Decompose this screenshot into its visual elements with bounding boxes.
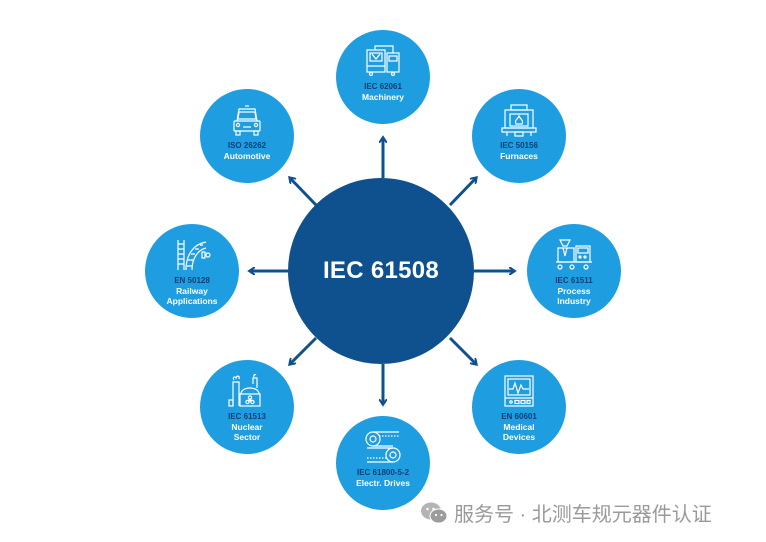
- node-railway-applications: EN 50128 Railway Applications: [145, 224, 239, 318]
- conveyor-drive-icon: [365, 431, 401, 463]
- wechat-icon: [421, 502, 448, 523]
- node-label: Automotive: [223, 151, 271, 161]
- node-code: ISO 26262: [227, 141, 267, 150]
- arrow-up-right: [448, 178, 476, 207]
- node-code: IEC 61511: [555, 276, 593, 285]
- car-icon: [233, 105, 261, 136]
- node-label-line2: Applications: [166, 296, 218, 306]
- node-code: EN 50128: [174, 276, 210, 285]
- node-medical-devices: EN 60601 Medical Devices: [472, 360, 566, 454]
- node-code: EN 60601: [501, 412, 537, 421]
- node-code: IEC 61800-5-2: [356, 468, 410, 477]
- watermark: 服务号 · 北测车规元器件认证: [420, 498, 712, 527]
- node-nuclear-sector: IEC 61513 Nuclear Sector: [200, 360, 294, 454]
- medical-monitor-icon: [504, 375, 534, 407]
- nuclear-plant-icon: [228, 374, 261, 407]
- hub-iec-61508: IEC 61508: [288, 178, 474, 364]
- node-label-line2: Industry: [557, 296, 591, 306]
- hub-label: IEC 61508: [322, 257, 440, 284]
- node-code: IEC 62061: [364, 82, 402, 91]
- node-automotive: ISO 26262 Automotive: [200, 89, 294, 183]
- node-label: Process: [557, 286, 591, 296]
- node-electr-drives: IEC 61800-5-2 Electr. Drives: [336, 416, 430, 510]
- arrow-up-left: [290, 178, 318, 207]
- arrow-down-left: [290, 336, 318, 364]
- node-machinery: IEC 62061 Machinery: [336, 30, 430, 124]
- node-process-industry: IEC 61511 Process Industry: [527, 224, 621, 318]
- node-code: IEC 50156: [500, 141, 538, 150]
- node-label: Railway: [176, 286, 208, 296]
- arrow-down-right: [448, 336, 476, 364]
- railway-track-icon: [177, 240, 211, 271]
- node-label: Medical: [503, 422, 535, 432]
- node-label-line2: Devices: [502, 432, 536, 442]
- node-furnaces: IEC 50156 Furnaces: [472, 89, 566, 183]
- machine-icon: [366, 45, 400, 77]
- node-label-line2: Sector: [233, 432, 261, 442]
- node-label: Electr. Drives: [356, 478, 410, 488]
- furnace-icon: [501, 104, 537, 137]
- node-label: Furnaces: [500, 151, 538, 161]
- node-label: Nuclear: [231, 422, 263, 432]
- node-code: IEC 61513: [228, 412, 266, 421]
- node-label: Machinery: [361, 92, 405, 102]
- watermark-text: 服务号 · 北测车规元器件认证: [454, 504, 712, 526]
- process-plant-icon: [556, 239, 592, 270]
